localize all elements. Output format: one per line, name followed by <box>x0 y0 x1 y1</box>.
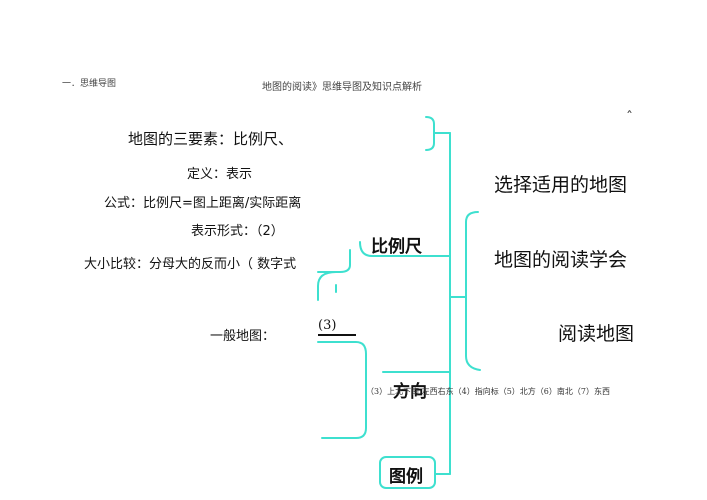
section-label: 一．思维导图 <box>62 79 117 89</box>
node-direction: 方向 <box>393 382 427 402</box>
answer-footnote: （3）上北下南 左西右东（4）指向标（5）北方（6）南北（7）东西 <box>366 387 610 396</box>
learn-map-text: 地图的阅读学会 <box>494 249 628 271</box>
node-scale: 比例尺 <box>371 237 422 257</box>
general-map-text: 一般地图： <box>210 329 276 344</box>
caret-mark: ˆ <box>626 110 633 126</box>
node-legend: 图例 <box>389 467 423 487</box>
formula-text: 公式：比例尺=图上距离/实际距离 <box>104 196 302 211</box>
blank-3: (3) <box>318 318 356 336</box>
compare-text: 大小比较：分母大的反而小（ 数字式 <box>84 257 297 272</box>
three-elements-text: 地图的三要素：比例尺、 <box>128 130 294 148</box>
definition-text: 定义：表示 <box>187 167 253 182</box>
choose-map-text: 选择适用的地图 <box>494 174 628 196</box>
read-map-text: 阅读地图 <box>558 323 635 345</box>
page-title: 地图的阅读》思维导图及知识点解析 <box>262 82 422 93</box>
form-text: 表示形式：（2） <box>191 224 284 239</box>
